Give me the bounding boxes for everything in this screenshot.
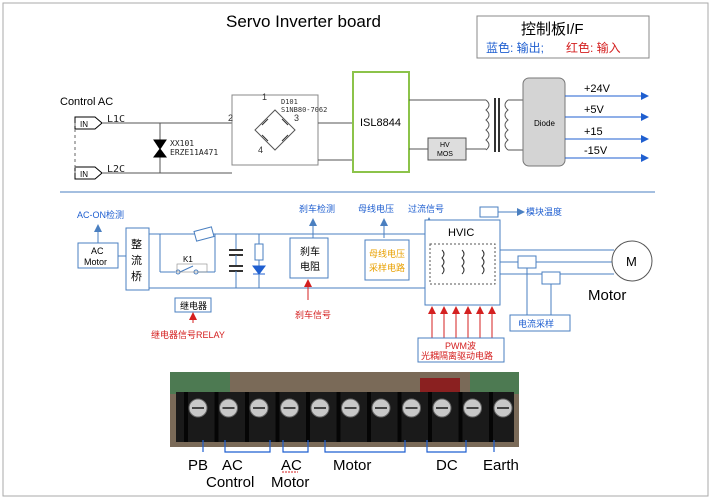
brake-res-line1: 刹车 (300, 245, 320, 258)
terminal-divider (489, 392, 493, 442)
diode-block-label: Diode (534, 119, 555, 128)
in-tag-l1c (74, 116, 103, 130)
terminal-divider (397, 392, 402, 442)
current-sample-label: 电流采样 (518, 318, 554, 329)
label-ac-motor-2: Motor (271, 474, 309, 491)
ac-motor-line1: AC (91, 246, 104, 256)
label-dc: DC (436, 457, 458, 474)
control-ac-label: Control AC (60, 96, 113, 108)
l1c-label: L1C (107, 114, 125, 125)
brake-resistor-box (289, 237, 329, 279)
in-tag-l2c-text: IN (80, 170, 88, 179)
diode-ref: D101 (281, 98, 298, 106)
legend-red: 红色: 输入 (566, 40, 621, 55)
temp-sensor (479, 206, 499, 218)
ac-motor-line2: Motor (84, 257, 107, 267)
bus-sample-line2: 采样电路 (369, 262, 405, 273)
motor-label: Motor (588, 287, 626, 304)
legend-title: 控制板I/F (521, 20, 584, 38)
terminal-brackets (202, 440, 495, 453)
module-temp-label: 模块温度 (526, 206, 562, 217)
brake-signal-label: 刹车信号 (295, 309, 331, 320)
output-minus15v: -15V (584, 145, 608, 157)
ac-on-detect-label: AC-ON检测 (77, 209, 124, 220)
led-symbol (252, 265, 266, 275)
output-15: +15 (584, 126, 603, 138)
current-sample-box (509, 314, 571, 332)
label-earth: Earth (483, 457, 519, 474)
varistor-ref: XX101 (170, 139, 194, 148)
motor-m-label: M (626, 254, 637, 269)
l2c-label: L2C (107, 164, 125, 175)
current-sensor-1 (517, 255, 537, 269)
terminal-divider (306, 392, 310, 442)
main-section: AC-ON检测 AC Motor 整 流 桥 K1 继电器 继电器信号RELAY (77, 203, 653, 363)
motor-symbol (611, 240, 653, 282)
in-tag-l1c-text: IN (80, 120, 88, 129)
overcurrent-label: 过流信号 (408, 203, 444, 214)
terminal-photo (170, 372, 519, 447)
label-pb: PB (188, 457, 208, 474)
inrush-resistor (193, 226, 215, 242)
pwm-line2: 光耦隔离驱动电路 (421, 350, 493, 361)
output-24v: +24V (584, 83, 611, 95)
rectifier-char1: 整 (131, 237, 142, 251)
terminal-labels: PB AC Control AC Motor Motor DC Earth (188, 457, 519, 491)
rectifier-char2: 流 (131, 253, 142, 267)
relay-label: 继电器 (180, 300, 207, 311)
isl8844-block (352, 71, 410, 173)
terminal-divider (336, 392, 341, 442)
current-sensor-2 (541, 271, 561, 285)
label-ac-control-2: Control (206, 474, 254, 491)
varistor-symbol (153, 139, 167, 158)
hvic-switches (441, 249, 485, 275)
power-section: Control AC IN IN L1C L2C XX101 ERZE11A47… (60, 71, 649, 180)
diode-block (522, 77, 566, 167)
ac-motor-box (77, 242, 119, 269)
bus-voltage-label: 母线电压 (358, 203, 394, 214)
hv-mos-line1: HV (440, 142, 450, 149)
terminal-divider (245, 392, 249, 442)
transformer-primary (485, 99, 490, 151)
legend-box: 控制板I/F 蓝色: 输出; 红色: 输入 (476, 15, 650, 59)
diagram-title: Servo Inverter board (226, 12, 381, 31)
node-4: 4 (258, 145, 263, 155)
terminal-divider (458, 392, 463, 442)
rectifier-block (125, 227, 150, 291)
terminal-divider (428, 392, 432, 442)
rectifier-char3: 桥 (131, 270, 142, 283)
node-1: 1 (262, 92, 267, 102)
relay-signal-label: 继电器信号RELAY (151, 329, 225, 340)
output-5v: +5V (584, 104, 605, 116)
label-motor: Motor (333, 457, 371, 474)
terminal-divider (367, 392, 371, 442)
label-ac-motor-1: AC (281, 457, 302, 474)
in-tag-l2c (74, 166, 103, 180)
legend-blue: 蓝色: 输出; (486, 40, 544, 55)
label-ac-control-1: AC (222, 457, 243, 474)
node-2: 2 (228, 113, 233, 123)
brake-res-line2: 电阻 (300, 260, 320, 273)
transformer-secondary (504, 99, 509, 151)
k1-label: K1 (183, 255, 193, 264)
diode-part: S1NB80-7062 (281, 106, 327, 114)
terminal-divider (184, 392, 188, 442)
brake-detect-label: 刹车检测 (299, 203, 335, 214)
terminal-divider (214, 392, 219, 442)
bus-sample-box (364, 239, 410, 281)
pwm-box (417, 337, 505, 363)
bus-sample-line1: 母线电压 (369, 248, 405, 259)
hv-mos-line2: MOS (437, 151, 453, 158)
terminal-screws (184, 392, 513, 442)
pwm-line1: PWM波 (445, 340, 476, 351)
hvic-block (424, 219, 501, 306)
hvic-label: HVIC (448, 227, 474, 239)
terminal-divider (275, 392, 280, 442)
varistor-part: ERZE11A471 (170, 148, 218, 157)
node-3: 3 (294, 113, 299, 123)
isl8844-label: ISL8844 (360, 117, 401, 129)
